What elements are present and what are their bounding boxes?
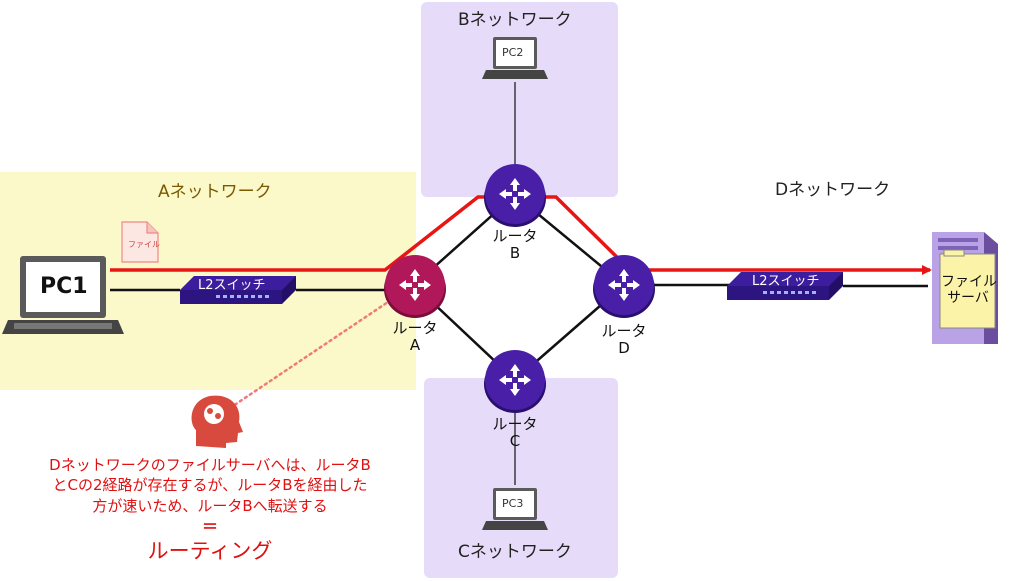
pc2-label: PC2 — [502, 46, 524, 59]
caption-line2: とCの2経路が存在するが、ルータBを経由した — [52, 476, 368, 495]
routing-caption: Dネットワークのファイルサーバへは、ルータB とCの2経路が存在するが、ルータB… — [10, 455, 410, 566]
router-icon — [384, 255, 446, 318]
router-b-label-line2: B — [509, 244, 521, 263]
server-icon — [932, 232, 998, 344]
caption-line3: 方が速いため、ルータBへ転送する — [92, 496, 328, 515]
router-a-label-line2: A — [409, 336, 421, 355]
switch-icon — [180, 276, 296, 304]
router-icon — [484, 164, 546, 227]
thought-line — [228, 300, 390, 410]
router-d-label-line1: ルータ — [601, 322, 647, 340]
server-label: ファイル サーバ — [941, 274, 997, 307]
zone-c-title: Cネットワーク — [458, 542, 572, 562]
router-icon — [484, 350, 546, 413]
router-d-label-line2: D — [618, 339, 630, 358]
zone-d-title: Dネットワーク — [775, 180, 891, 200]
router-c-label: ルータ C — [485, 415, 545, 451]
router-icon — [593, 255, 655, 318]
router-c-label-line2: C — [509, 432, 521, 451]
switch-d-label: L2スイッチ — [752, 274, 820, 289]
router-b-label-line1: ルータ — [492, 227, 538, 245]
caption-term: ルーティング — [147, 539, 273, 564]
router-a-label-line1: ルータ — [392, 319, 438, 337]
switch-a-label: L2スイッチ — [198, 278, 266, 293]
server-label-line2: サーバ — [947, 290, 989, 307]
pc3-label: PC3 — [502, 497, 524, 510]
laptop-icon — [2, 256, 124, 334]
router-c-label-line1: ルータ — [492, 415, 538, 433]
file-label: ファイル — [128, 240, 160, 249]
router-b-label: ルータ B — [485, 227, 545, 263]
caption-equals: ＝ — [201, 516, 218, 536]
caption-line1: Dネットワークのファイルサーバへは、ルータB — [49, 456, 371, 474]
pc1-label: PC1 — [40, 274, 88, 299]
file-icon — [121, 221, 159, 263]
switch-icon — [727, 272, 843, 300]
router-a-label: ルータ A — [385, 319, 445, 355]
zone-a-title: Aネットワーク — [158, 182, 272, 202]
laptop-icon — [482, 488, 548, 530]
laptop-icon — [482, 37, 548, 79]
router-d-label: ルータ D — [594, 322, 654, 358]
brain-head-icon — [191, 395, 243, 448]
server-label-line1: ファイル — [941, 274, 997, 290]
zone-b-title: Bネットワーク — [458, 10, 572, 30]
